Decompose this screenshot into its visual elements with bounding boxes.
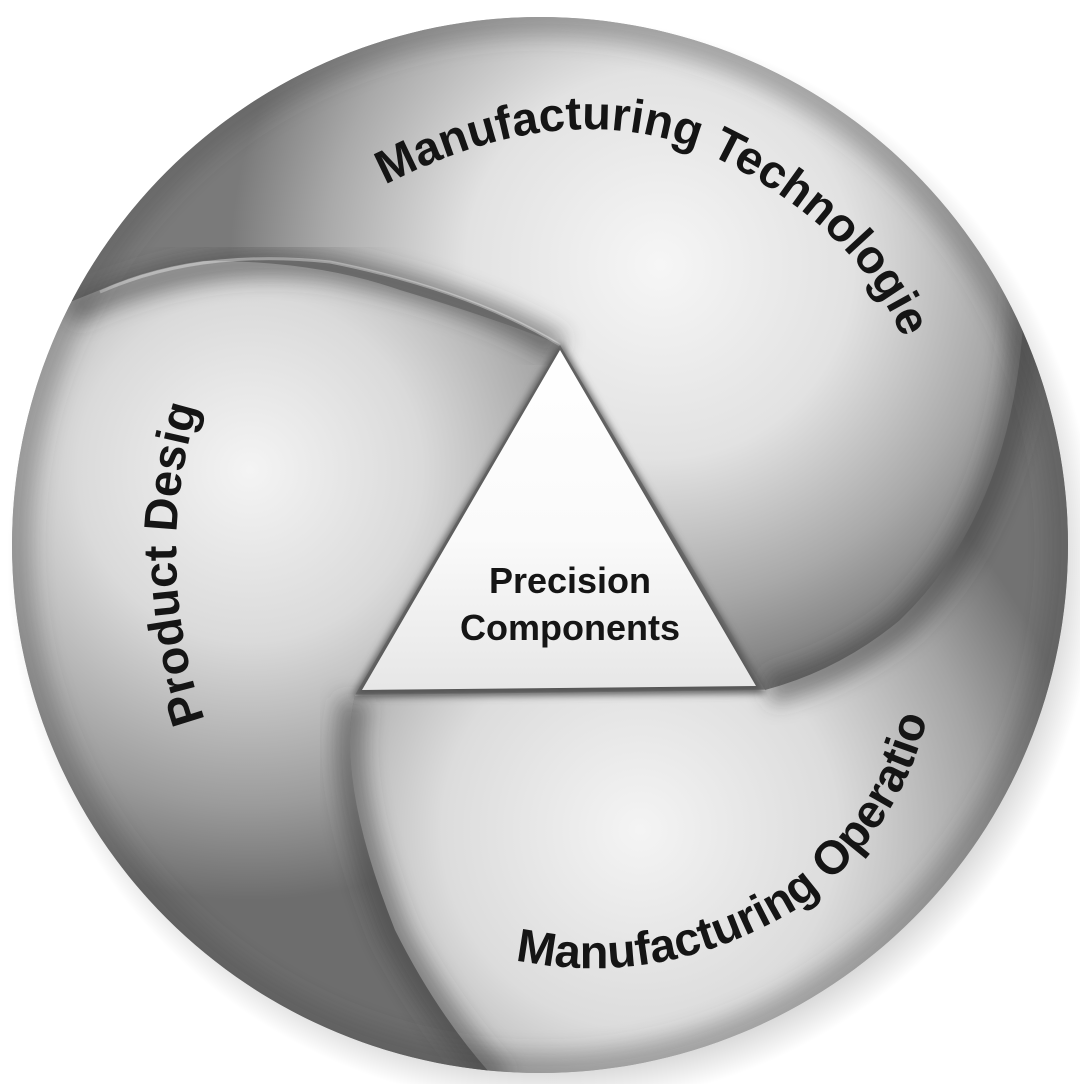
- segment-bottom: [350, 270, 1068, 1073]
- segment-top: [12, 17, 1068, 690]
- center-label-line2: Components: [460, 607, 680, 648]
- seam-top-right: [764, 274, 1043, 705]
- seam-top-left: [64, 250, 567, 360]
- center-triangle: [362, 350, 756, 690]
- seam-bottom-left: [335, 696, 511, 1073]
- center-label-line1: Precision: [489, 560, 651, 601]
- segment-top-edge: [99, 257, 561, 347]
